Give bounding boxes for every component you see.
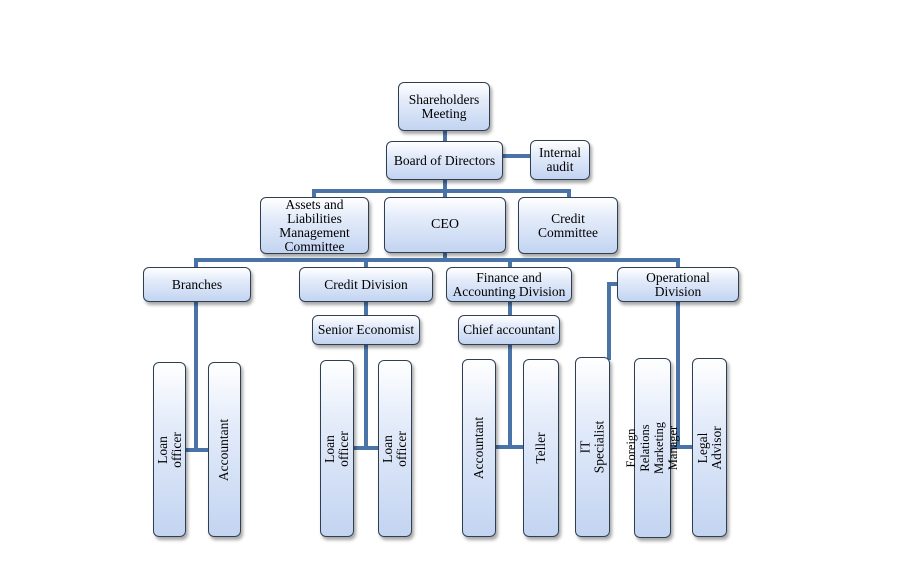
node-label: Loan officer [322, 430, 351, 467]
node-operational-division: Operational Division [617, 267, 739, 302]
node-label: Shareholders Meeting [408, 91, 480, 121]
node-label: Credit Committee [538, 210, 598, 240]
node-internal-audit: Internal audit [530, 140, 590, 180]
node-label: Chief accountant [463, 322, 555, 337]
node-branches-loan-officer: Loan officer [153, 362, 186, 537]
node-foreign-relations-marketing-manager: Foreign Relations Marketing Manager [625, 358, 681, 538]
node-label: Foreign Relations Marketing Manager [624, 421, 681, 475]
node-senior-economist: Senior Economist [312, 315, 420, 345]
node-label: Finance and Accounting Division [452, 269, 566, 299]
node-credit-committee: Credit Committee [518, 197, 618, 254]
node-label: Board of Directors [393, 152, 496, 168]
node-board-of-directors: Board of Directors [386, 141, 503, 180]
node-finance-accountant: Accountant [462, 359, 496, 537]
node-label: Legal Advisor [694, 425, 724, 470]
node-label: Loan officer [154, 431, 184, 468]
node-label: Accountant [216, 418, 232, 481]
node-label: Operational Division [646, 269, 710, 299]
node-it-specialist: IT Specialist [575, 357, 610, 537]
node-credit-loan-officer-1: Loan officer [320, 360, 354, 537]
node-shareholders-meeting: Shareholders Meeting [398, 82, 490, 131]
node-branches-accountant: Accountant [208, 362, 241, 537]
node-alco: Assets and Liabilities Management Commit… [260, 197, 369, 254]
node-chief-accountant: Chief accountant [458, 315, 560, 345]
node-legal-advisor: Legal Advisor [692, 358, 727, 537]
node-label: Loan officer [380, 430, 409, 467]
node-finance-accounting-division: Finance and Accounting Division [446, 267, 572, 302]
node-ceo: CEO [384, 197, 506, 253]
node-teller: Teller [523, 359, 559, 537]
node-label: Assets and Liabilities Management Commit… [279, 196, 350, 254]
node-label: Internal audit [539, 145, 581, 174]
node-label: IT Specialist [577, 420, 607, 474]
node-label: Branches [171, 276, 223, 292]
node-label: CEO [431, 217, 459, 232]
node-label: Accountant [471, 416, 487, 480]
node-credit-loan-officer-2: Loan officer [378, 360, 412, 537]
node-label: Teller [533, 432, 548, 464]
node-label: Senior Economist [317, 322, 415, 337]
node-branches: Branches [143, 267, 251, 302]
node-label: Credit Division [324, 276, 408, 292]
node-credit-division: Credit Division [299, 267, 433, 302]
